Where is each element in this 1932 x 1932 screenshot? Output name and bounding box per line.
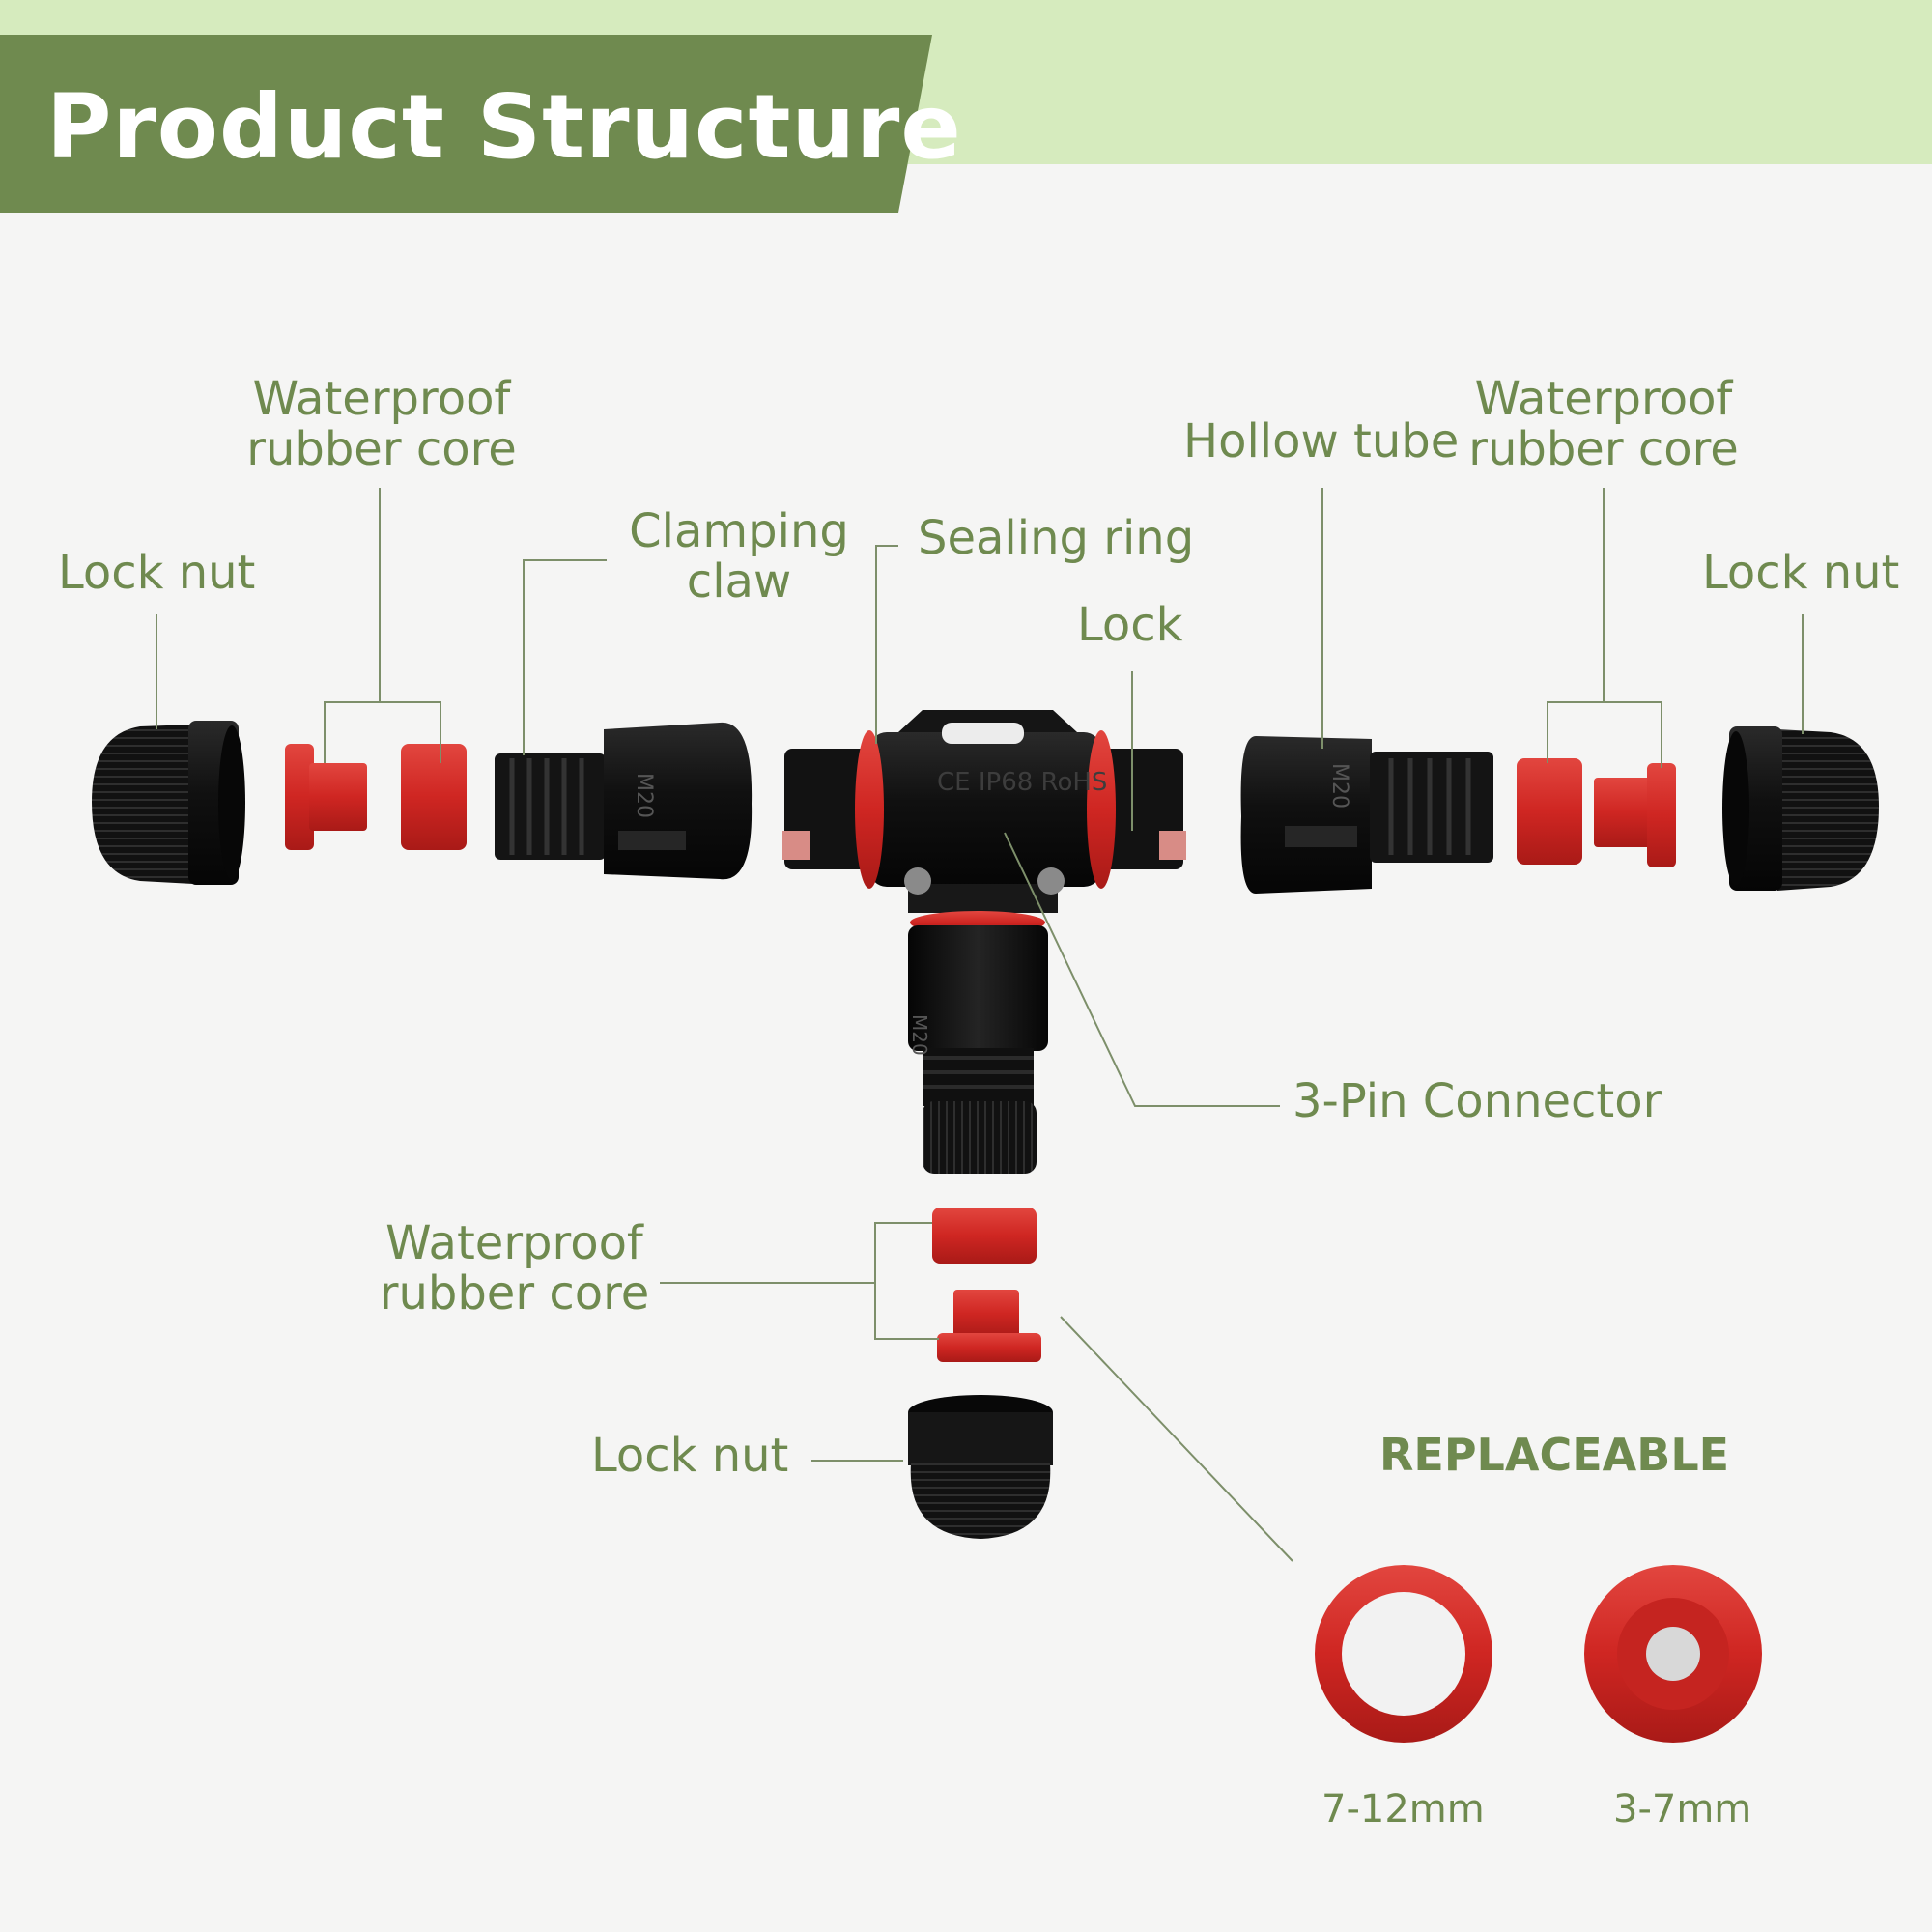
label-replaceable: REPLACEABLE — [1379, 1429, 1730, 1481]
label-rubber-core-bottom-line2: rubber core — [379, 1265, 650, 1321]
label-lock: Lock — [1077, 598, 1183, 652]
label-lock-nut-right: Lock nut — [1702, 546, 1900, 600]
label-size-3-7mm: 3-7mm — [1613, 1787, 1752, 1832]
label-lock-nut-bottom: Lock nut — [591, 1429, 789, 1483]
header-graphic — [0, 0, 1932, 213]
label-3-pin-connector: 3-Pin Connector — [1293, 1074, 1662, 1128]
m20-mark-stem: M20 — [908, 1014, 931, 1056]
label-rubber-core-left-line1: Waterproof — [252, 372, 511, 426]
bottom-lock-nut — [908, 1395, 1053, 1539]
replaceable-ring-large — [1315, 1565, 1492, 1743]
left-clamping-claw — [495, 753, 606, 860]
label-rubber-core-right-line2: rubber core — [1468, 421, 1739, 476]
label-rubber-core-left: Waterproof rubber core — [242, 372, 522, 476]
label-rubber-core-bottom-line1: Waterproof — [385, 1216, 643, 1270]
label-clamping-claw-line1: Clamping — [629, 504, 849, 558]
m20-mark-right: M20 — [1327, 763, 1351, 809]
left-gland-body: M20 — [604, 722, 753, 880]
label-rubber-core-right-line1: Waterproof — [1474, 372, 1733, 426]
leader-lines — [156, 488, 1804, 1562]
bottom-rubber-core-stepped — [937, 1290, 1041, 1362]
left-rubber-core-stepped — [285, 744, 367, 850]
label-clamping-claw-line2: claw — [686, 554, 792, 609]
right-rubber-core-straight — [1517, 758, 1582, 865]
bottom-rubber-core-straight — [932, 1208, 1037, 1264]
m20-mark-left: M20 — [632, 773, 656, 818]
t-connector-stem: M20 — [908, 911, 1048, 1174]
label-rubber-core-bottom: Waterproof rubber core — [372, 1216, 657, 1321]
replaceable-ring-small — [1584, 1565, 1762, 1743]
label-hollow-tube: Hollow tube — [1183, 414, 1460, 469]
t-connector-body: CE IP68 RoHS — [782, 710, 1186, 913]
body-certification-marks: CE IP68 RoHS — [937, 768, 1107, 797]
label-clamping-claw: Clamping claw — [623, 504, 855, 609]
left-lock-nut — [92, 721, 245, 885]
label-size-7-12mm: 7-12mm — [1321, 1787, 1485, 1832]
label-sealing-ring: Sealing ring — [918, 511, 1195, 565]
label-rubber-core-right: Waterproof rubber core — [1463, 372, 1744, 476]
right-lock-nut — [1722, 726, 1879, 891]
header-top-strip — [0, 0, 1932, 35]
title-banner — [0, 35, 932, 213]
left-rubber-core-straight — [401, 744, 467, 850]
page-title: Product Structure — [46, 75, 962, 179]
label-lock-nut-left: Lock nut — [58, 546, 256, 600]
label-rubber-core-left-line2: rubber core — [246, 421, 517, 476]
right-rubber-core-stepped — [1594, 763, 1676, 867]
right-clamping-claw — [1370, 752, 1493, 863]
right-gland-body: M20 — [1240, 736, 1372, 894]
